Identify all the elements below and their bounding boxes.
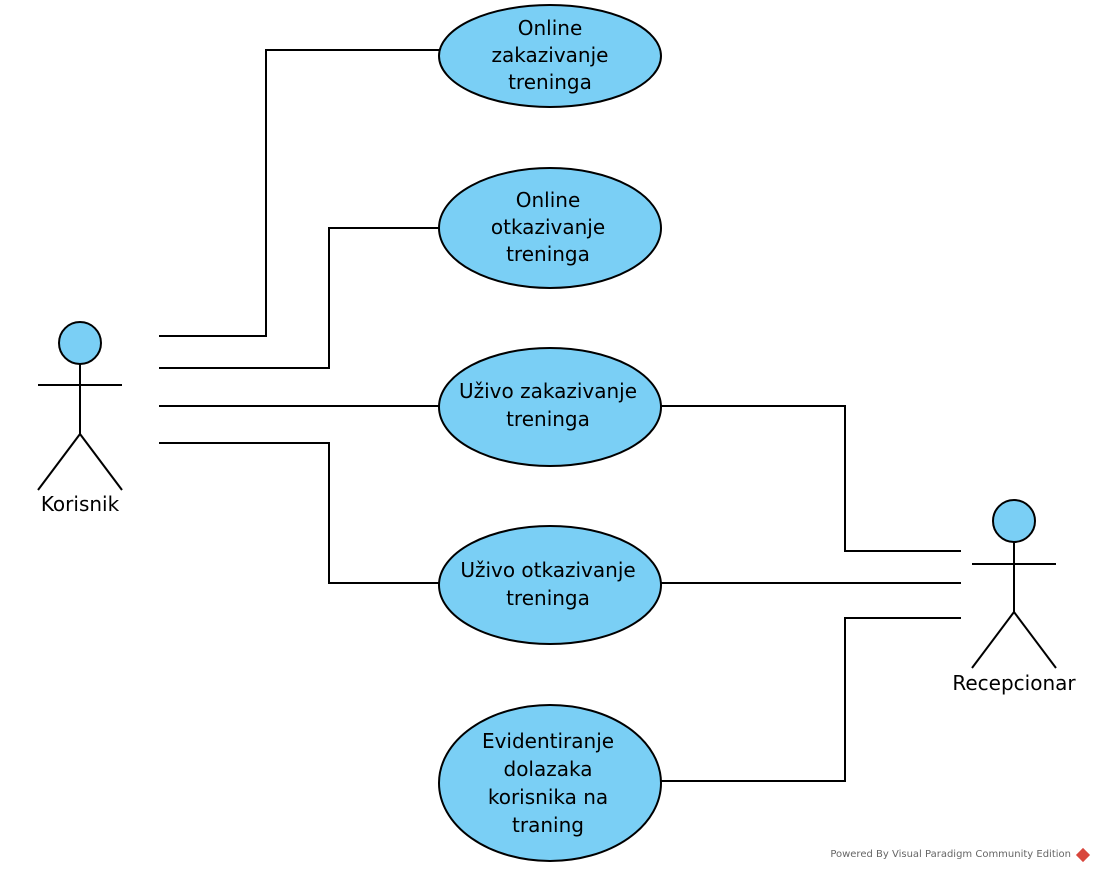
connector-recepcionar-evidentiranje bbox=[661, 617, 961, 782]
actor-head-icon bbox=[58, 321, 102, 365]
use-case-evidentiranje[interactable]: Evidentiranje dolazaka korisnika na tran… bbox=[438, 704, 662, 862]
connector-korisnik-online-otkazivanje bbox=[159, 227, 440, 369]
connector-recepcionar-uzivo-zakazivanje bbox=[661, 405, 961, 552]
use-case-uzivo-zakazivanje[interactable]: Uživo zakazivanje treninga bbox=[438, 347, 662, 467]
actor-recepcionar[interactable]: Recepcionar bbox=[952, 499, 1076, 695]
connector-korisnik-uzivo-otkazivanje bbox=[159, 442, 440, 584]
use-case-text-line: Evidentiranje bbox=[482, 729, 614, 753]
use-case-text-line: dolazaka bbox=[504, 757, 593, 781]
use-case-text-line: Uživo otkazivanje bbox=[460, 558, 635, 582]
actor-right-leg bbox=[79, 433, 123, 491]
use-case-text-line: traning bbox=[512, 813, 584, 837]
actor-label: Korisnik bbox=[41, 492, 120, 516]
actor-korisnik[interactable]: Korisnik bbox=[37, 321, 123, 516]
actor-label: Recepcionar bbox=[952, 671, 1076, 695]
connector-korisnik-online-zakazivanje bbox=[159, 49, 440, 337]
use-case-text-line: treninga bbox=[506, 407, 590, 431]
use-case-text-line: treninga bbox=[506, 242, 590, 266]
use-case-ellipse bbox=[438, 347, 662, 467]
use-case-ellipse bbox=[438, 167, 662, 289]
use-case-text-line: treninga bbox=[506, 586, 590, 610]
use-case-ellipse bbox=[438, 4, 662, 108]
use-case-ellipse bbox=[438, 704, 662, 862]
use-case-text-line: Uživo zakazivanje bbox=[459, 379, 637, 403]
actor-left-leg bbox=[37, 433, 81, 491]
use-case-text-line: Online bbox=[516, 188, 581, 212]
use-case-ellipse bbox=[438, 525, 662, 645]
use-case-online-otkazivanje[interactable]: Online otkazivanje treninga bbox=[438, 167, 662, 289]
use-case-text-line: otkazivanje bbox=[491, 215, 605, 239]
footer-watermark: Powered By Visual Paradigm Community Edi… bbox=[830, 847, 1091, 862]
actor-left-leg bbox=[971, 611, 1015, 669]
use-case-uzivo-otkazivanje[interactable]: Uživo otkazivanje treninga bbox=[438, 525, 662, 645]
actor-right-leg bbox=[1013, 611, 1057, 669]
actor-head-icon bbox=[992, 499, 1036, 543]
visual-paradigm-logo-icon bbox=[1075, 847, 1091, 862]
use-case-online-zakazivanje[interactable]: Online zakazivanje treninga bbox=[438, 4, 662, 108]
use-case-text-line: Online bbox=[518, 16, 583, 40]
use-case-text-line: korisnika na bbox=[488, 785, 608, 809]
use-case-text-line: zakazivanje bbox=[492, 43, 609, 67]
use-case-text-line: treninga bbox=[508, 70, 592, 94]
footer-text: Powered By Visual Paradigm Community Edi… bbox=[830, 849, 1071, 860]
